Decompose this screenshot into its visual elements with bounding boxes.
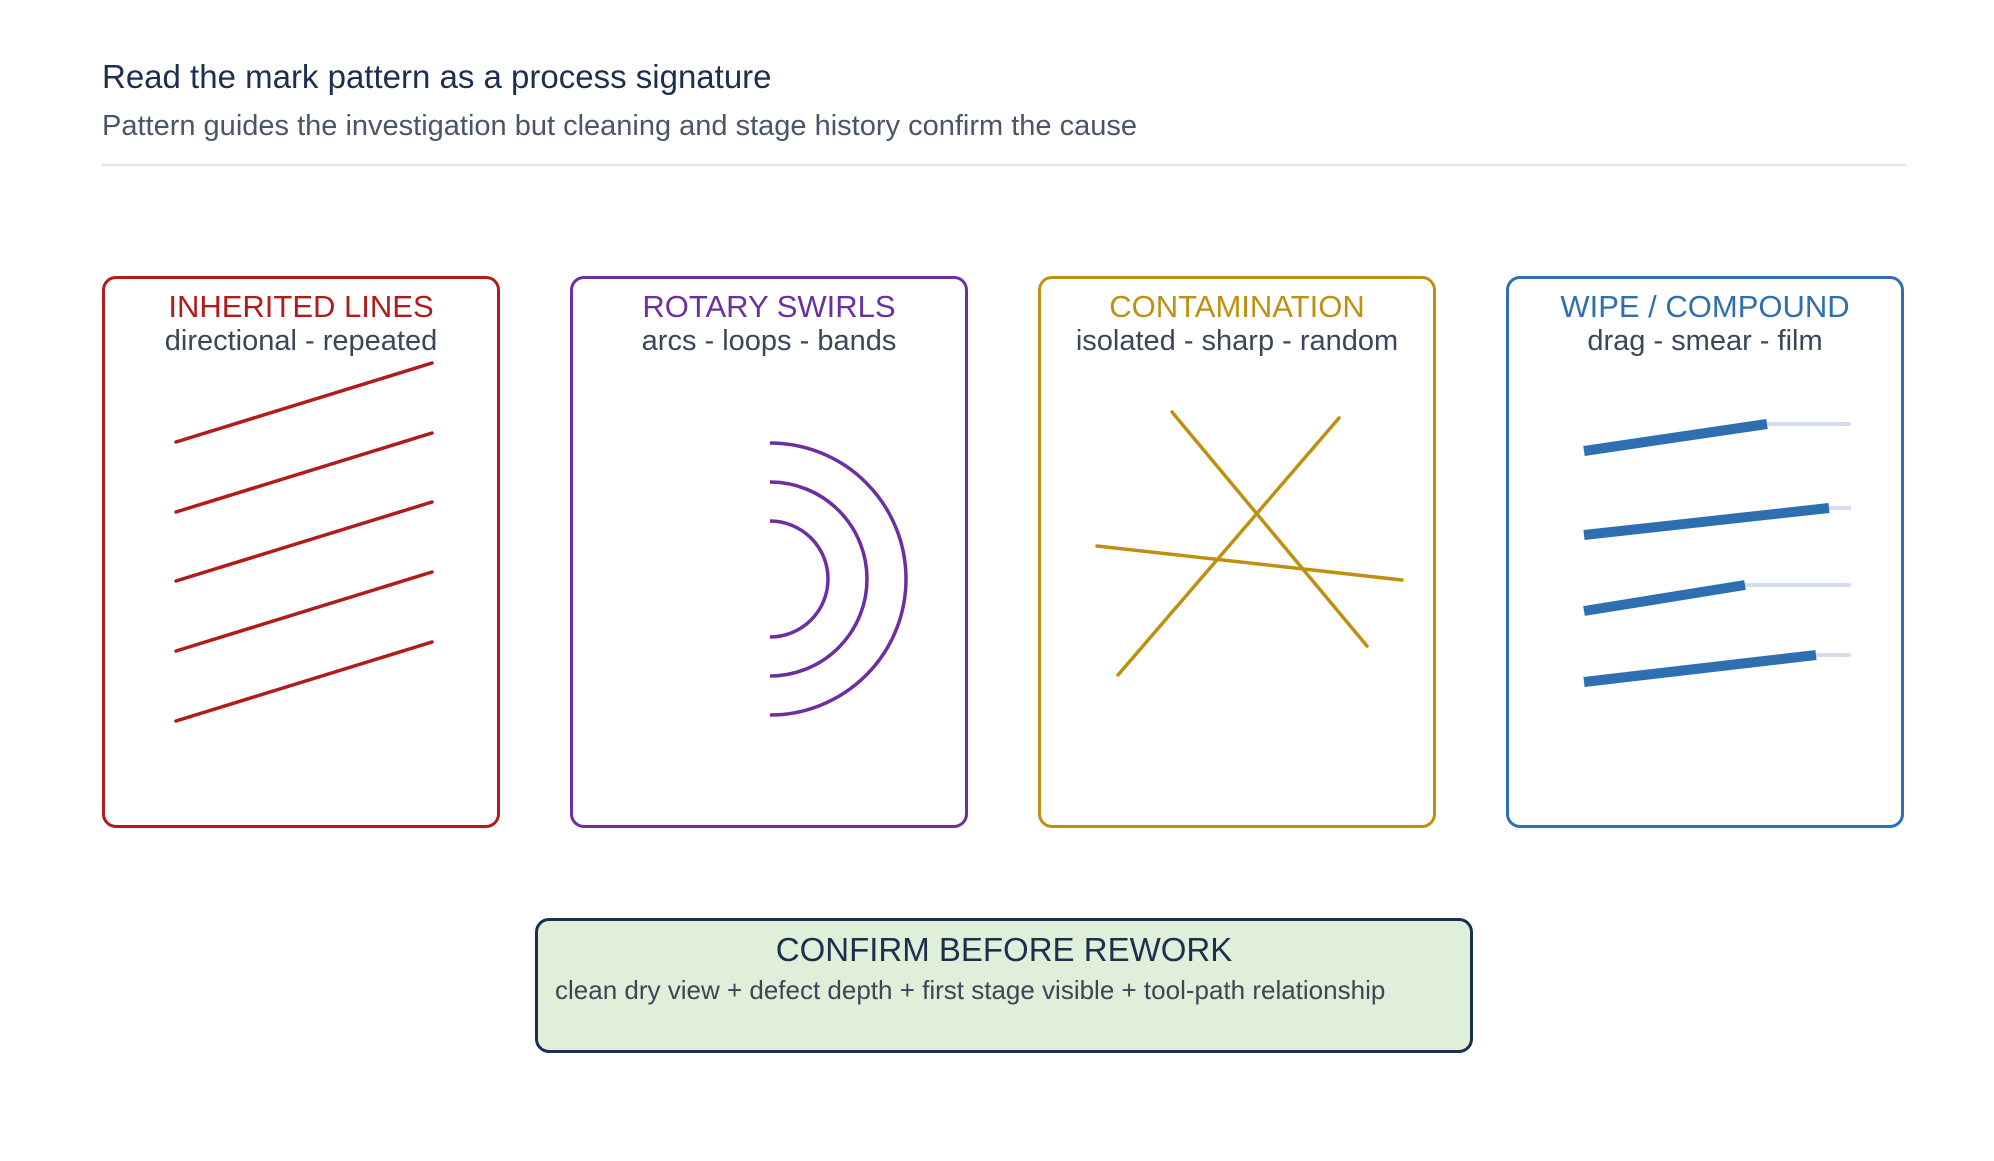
inherited-line-mark <box>174 431 434 514</box>
drag-stroke-mark <box>1583 419 1768 456</box>
swirl-arc-mark <box>769 441 908 717</box>
swirl-arc-mark <box>769 519 830 639</box>
inherited-lines-illustration <box>174 361 434 723</box>
card-subtitle: directional - repeated <box>164 325 438 357</box>
card-subtitle: isolated - sharp - random <box>1075 325 1399 357</box>
page-subtitle: Pattern guides the investigation but cle… <box>102 110 1137 142</box>
inherited-line-mark <box>174 640 434 723</box>
inherited-line-mark <box>174 500 434 583</box>
header-divider <box>102 164 1906 166</box>
card-title: ROTARY SWIRLS <box>642 289 896 324</box>
card-rotary-swirls: ROTARY SWIRLS arcs - loops - bands <box>570 276 968 828</box>
scratch-mark <box>1170 410 1369 648</box>
card-inherited-lines: INHERITED LINES directional - repeated <box>102 276 500 828</box>
card-title: WIPE / COMPOUND <box>1560 289 1850 324</box>
inherited-line-mark <box>174 361 434 444</box>
confirm-title: CONFIRM BEFORE REWORK <box>775 931 1233 968</box>
card-title: CONTAMINATION <box>1109 289 1365 324</box>
confirm-body: clean dry view + defect depth + first st… <box>555 975 1386 1005</box>
scratch-mark <box>1095 544 1404 582</box>
swirl-arc-mark <box>769 480 869 678</box>
card-wipe-compound: WIPE / COMPOUND drag - smear - film <box>1506 276 1904 828</box>
contamination-illustration <box>1095 410 1404 677</box>
drag-stroke-mark <box>1583 580 1746 616</box>
drag-stroke-mark <box>1583 650 1817 687</box>
inherited-line-mark <box>174 570 434 653</box>
card-title: INHERITED LINES <box>168 289 434 324</box>
card-subtitle: drag - smear - film <box>1587 325 1823 357</box>
card-subtitle: arcs - loops - bands <box>641 325 897 357</box>
confirm-before-rework-box: CONFIRM BEFORE REWORK clean dry view + d… <box>535 918 1473 1053</box>
rotary-swirls-illustration <box>769 441 908 717</box>
wipe-compound-illustration <box>1583 419 1851 687</box>
page-title: Read the mark pattern as a process signa… <box>102 58 772 95</box>
scratch-mark <box>1116 416 1341 677</box>
card-contamination: CONTAMINATION isolated - sharp - random <box>1038 276 1436 828</box>
drag-stroke-mark <box>1583 503 1830 540</box>
